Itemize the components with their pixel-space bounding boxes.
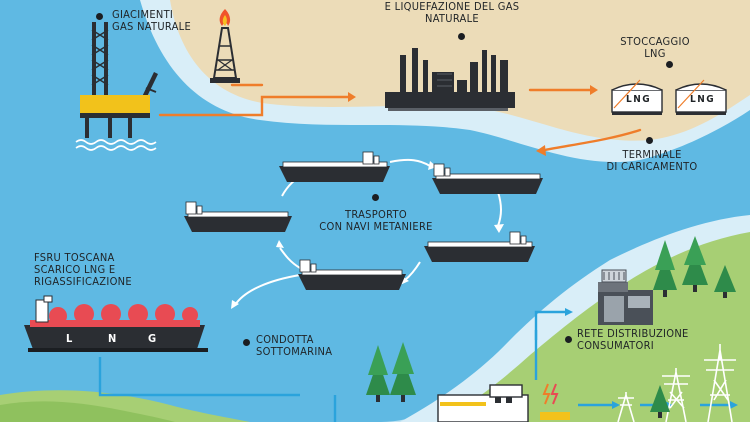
label-giacimenti-line2: Gas Naturale <box>112 20 192 33</box>
tank-label-1: LNG <box>626 94 652 105</box>
label-giacimenti-line1: Giacimenti <box>112 8 174 21</box>
label-fsru-line2: scarico LNG e <box>34 263 116 276</box>
label-fsru-line3: rigassificazione <box>34 275 132 288</box>
lng-carrier-ship-3 <box>184 201 292 232</box>
trees <box>366 236 736 418</box>
lng-carrier-ship-4 <box>424 231 535 262</box>
marker-liquefazione <box>458 33 465 40</box>
label-liquefazione-line1: E liquefazione del gas <box>384 0 520 13</box>
fsru-letter-l: L <box>66 332 73 345</box>
marker-rete <box>565 336 572 343</box>
pipelines <box>98 310 730 422</box>
consumer-building <box>598 269 653 325</box>
fsru-ship <box>24 295 208 352</box>
marker-terminale <box>646 137 653 144</box>
label-liquefazione: E liquefazione del gas naturale <box>367 1 537 25</box>
marker-trasporto <box>372 194 379 201</box>
marker-giacimenti <box>96 13 103 20</box>
label-condotta-line2: sottomarina <box>256 345 333 358</box>
label-rete-line2: consumatori <box>577 339 655 352</box>
label-condotta-line1: Condotta <box>256 333 314 346</box>
power-plant <box>437 383 570 422</box>
label-fsru: FSRU Toscana scarico LNG e rigassificazi… <box>34 252 132 288</box>
marker-condotta <box>243 339 250 346</box>
label-terminale: Terminale di caricamento <box>592 149 712 173</box>
label-rete: Rete distribuzione consumatori <box>577 328 689 352</box>
tank-label-2: LNG <box>690 94 716 105</box>
power-pylons <box>617 344 736 422</box>
label-condotta: Condotta sottomarina <box>256 334 332 358</box>
label-giacimenti: Giacimenti Gas Naturale <box>112 9 191 33</box>
lng-storage-tanks <box>611 79 727 115</box>
sand-land <box>170 0 750 141</box>
lng-carrier-ship-1 <box>279 151 390 182</box>
liquefaction-plant <box>385 48 515 111</box>
flow-arrows <box>158 83 642 152</box>
fsru-letter-g: G <box>148 332 157 345</box>
label-stoccaggio: Stoccaggio LNG <box>615 36 695 60</box>
label-stoccaggio-line2: LNG <box>644 47 666 60</box>
label-terminale-line2: di caricamento <box>606 160 698 173</box>
label-terminale-line1: Terminale <box>622 148 682 161</box>
label-stoccaggio-line1: Stoccaggio <box>620 35 690 48</box>
marker-stoccaggio <box>666 61 673 68</box>
label-rete-line1: Rete distribuzione <box>577 327 689 340</box>
label-liquefazione-line2: naturale <box>425 12 479 25</box>
label-trasporto-line1: Trasporto <box>345 208 407 221</box>
lng-carrier-ship-5 <box>298 259 406 290</box>
lng-carrier-ship-2 <box>432 163 543 194</box>
offshore-platform <box>75 22 158 151</box>
label-fsru-line1: FSRU Toscana <box>34 251 115 264</box>
label-trasporto-line2: con navi metaniere <box>319 220 433 233</box>
fsru-letter-n: N <box>108 332 117 345</box>
label-trasporto: Trasporto con navi metaniere <box>300 209 452 233</box>
onshore-gas-well <box>210 9 240 83</box>
